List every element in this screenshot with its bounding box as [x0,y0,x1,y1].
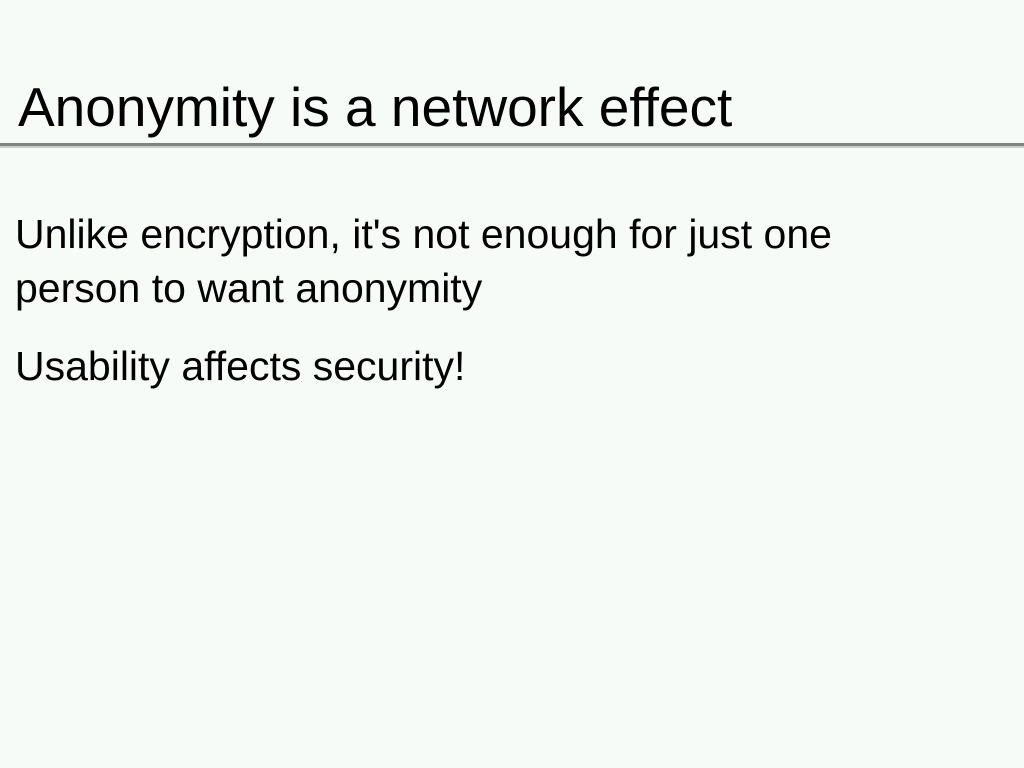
slide-point-1: Unlike encryption, it's not enough for j… [15,211,832,311]
title-divider [0,143,1024,148]
slide-title: Anonymity is a network effect [18,76,733,138]
slide-body: Unlike encryption, it's not enough for j… [15,207,1005,417]
slide-point-2: Usability affects security! [15,343,466,389]
